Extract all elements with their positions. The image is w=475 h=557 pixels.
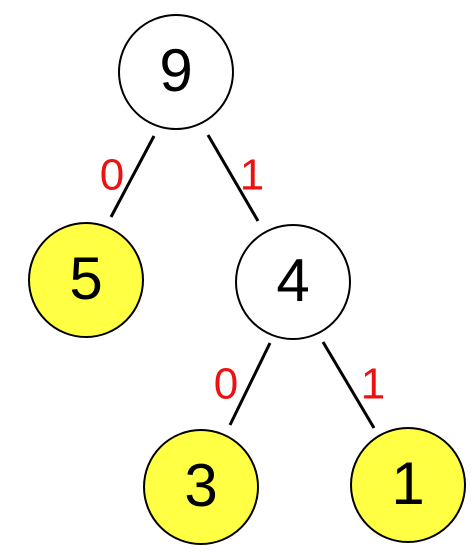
- edge-root-to-node-4: [206, 134, 260, 222]
- node-circle-leaf-1: [350, 427, 466, 543]
- edge-label-node-4-to-leaf-3: 0: [214, 360, 238, 409]
- node-value-node-4: 4: [276, 247, 309, 314]
- edge-node-4-to-leaf-3: [228, 342, 272, 426]
- node-circle-leaf-5: [28, 222, 144, 338]
- edge-label-root-to-leaf-5: 0: [100, 151, 124, 200]
- edge-node-4-to-leaf-1: [321, 341, 376, 429]
- node-circle-node-4: [235, 224, 351, 340]
- node-value-leaf-1: 1: [391, 450, 424, 517]
- node-value-root: 9: [159, 37, 192, 104]
- node-circle-root: [118, 14, 234, 130]
- edge-label-node-4-to-leaf-1: 1: [361, 360, 385, 409]
- node-value-leaf-5: 5: [69, 245, 102, 312]
- node-value-leaf-3: 3: [184, 452, 217, 519]
- node-circle-leaf-3: [143, 429, 259, 545]
- edge-label-root-to-node-4: 1: [240, 151, 264, 200]
- edge-root-to-leaf-5: [109, 135, 156, 218]
